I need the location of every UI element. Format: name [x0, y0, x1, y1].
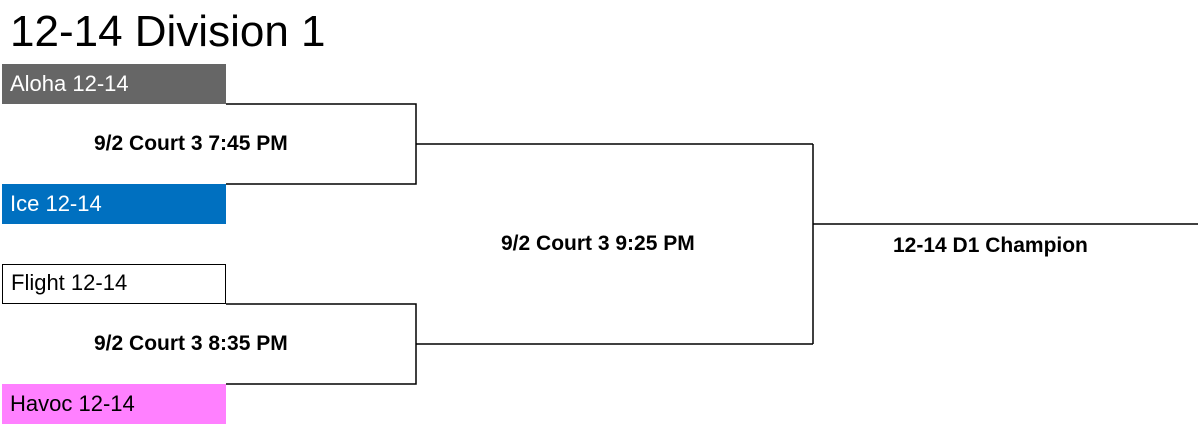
team-slot-flight: Flight 12-14 [2, 264, 226, 304]
semifinal-1-label: 9/2 Court 3 7:45 PM [94, 132, 288, 155]
champion-label: 12-14 D1 Champion [893, 234, 1088, 257]
team-slot-ice: Ice 12-14 [2, 184, 226, 224]
team-slot-aloha: Aloha 12-14 [2, 64, 226, 104]
final-label: 9/2 Court 3 9:25 PM [501, 232, 695, 255]
bracket-title: 12-14 Division 1 [10, 7, 326, 56]
team-slot-havoc: Havoc 12-14 [2, 384, 226, 424]
semifinal-2-label: 9/2 Court 3 8:35 PM [94, 332, 288, 355]
